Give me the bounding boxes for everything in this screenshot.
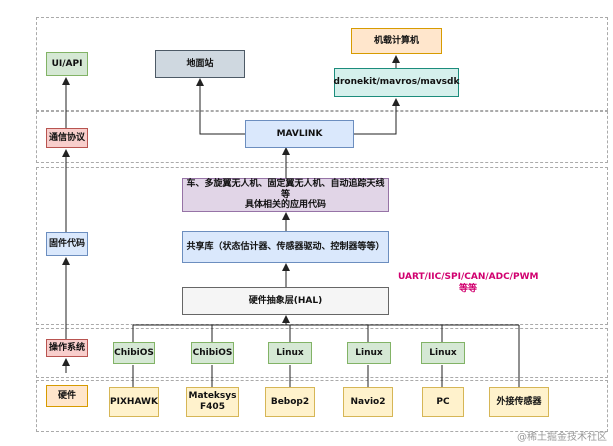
- hw-pc: PC: [422, 387, 464, 417]
- shared-library-box: 共享库（状态估计器、传感器驱动、控制器等等）: [182, 231, 389, 263]
- band-comm: [36, 111, 608, 163]
- hw-pixhawk: PIXHAWK: [109, 387, 159, 417]
- ground-station-box: 地面站: [155, 50, 245, 78]
- band-hardware: [36, 380, 608, 432]
- mavlink-box: MAVLINK: [245, 120, 354, 148]
- onboard-computer-box: 机载计算机: [351, 28, 442, 54]
- app-code-box: 车、多旋翼无人机、固定翼无人机、自动追踪天线等 具体相关的应用代码: [182, 178, 389, 212]
- dronekit-box: dronekit/mavros/mavsdk: [334, 68, 459, 97]
- layer-hardware: 硬件: [46, 385, 88, 407]
- layer-firmware: 固件代码: [46, 232, 88, 256]
- watermark: @稀土掘金技术社区: [517, 432, 607, 443]
- hw-bebop2: Bebop2: [265, 387, 315, 417]
- os-linux-1: Linux: [268, 342, 312, 364]
- band-ui: [36, 17, 608, 111]
- hal-box: 硬件抽象层(HAL): [182, 287, 389, 315]
- hw-mateksys-f405: Mateksys F405: [186, 387, 239, 417]
- layer-comm-protocol: 通信协议: [46, 128, 88, 148]
- hw-navio2: Navio2: [343, 387, 393, 417]
- interface-note: UART/IIC/SPI/CAN/ADC/PWM 等等: [398, 272, 539, 294]
- band-os: [36, 328, 608, 378]
- os-linux-2: Linux: [347, 342, 391, 364]
- os-chibios-2: ChibiOS: [191, 342, 234, 364]
- layer-ui-api: UI/API: [46, 52, 88, 76]
- os-chibios-1: ChibiOS: [113, 342, 155, 364]
- hw-external-sensor: 外接传感器: [489, 387, 549, 417]
- layer-os: 操作系统: [46, 339, 88, 357]
- os-linux-3: Linux: [421, 342, 465, 364]
